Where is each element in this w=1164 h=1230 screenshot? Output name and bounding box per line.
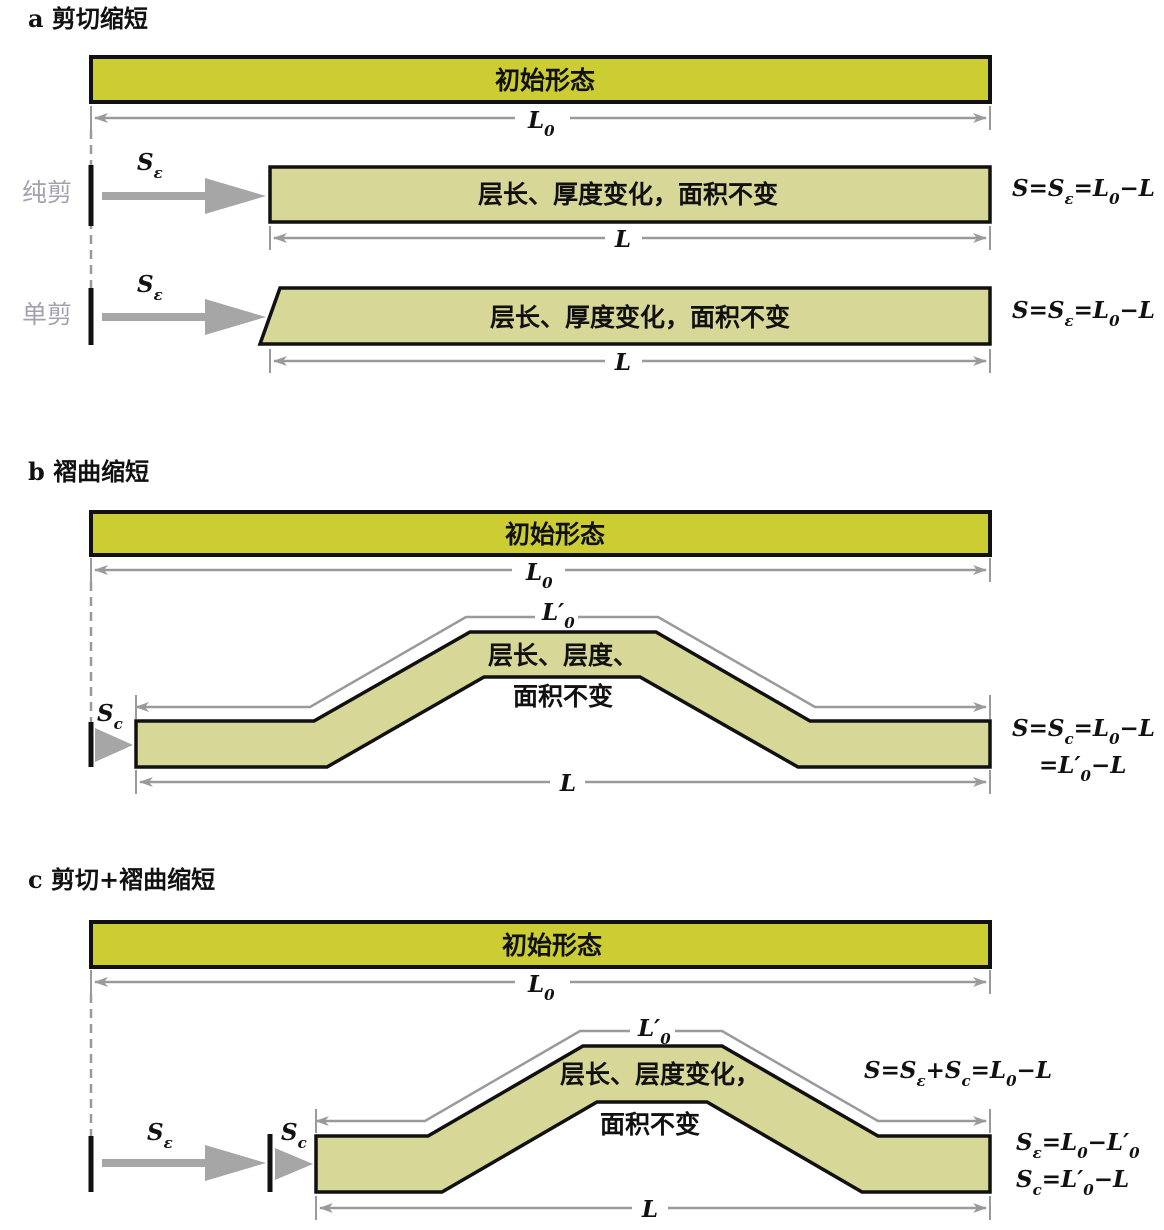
simple-shear-bar-text: 层长、厚度变化，面积不变	[490, 303, 790, 332]
L0-dimension-label: L0	[527, 971, 555, 1004]
pure-shear-bar	[268, 165, 992, 224]
fold-text-line1: 层长、层度、	[488, 641, 638, 670]
panel-c-title: c 剪切+褶曲缩短	[28, 865, 215, 894]
panel-c: c 剪切+褶曲缩短 初始形态 L0 L′0 层长、层度变化， 面积不变 Sε S…	[28, 865, 1140, 1223]
fold-text-line1: 层长、层度变化，	[560, 1060, 760, 1089]
fold-text-line2: 面积不变	[513, 682, 613, 711]
sc-arrow-icon	[275, 1148, 313, 1180]
L-dimension-label: L	[559, 770, 576, 797]
initial-bar-label: 初始形态	[495, 66, 595, 95]
panel-a-title: a 剪切缩短	[28, 4, 148, 33]
initial-bar	[89, 55, 992, 104]
folded-layer	[134, 630, 992, 769]
simple-shear-equation: S=Sε=L0−L	[1012, 297, 1155, 330]
shear-arrow-icon	[205, 1145, 266, 1181]
fold-equation-1: S=Sc=L0−L	[1012, 715, 1155, 748]
se-equation: Sε=L0−L′0	[1016, 1129, 1140, 1162]
fold-equation-2: =L′0−L	[1039, 752, 1126, 785]
pure-shear-L-label: L	[614, 226, 631, 253]
total-equation: S=Sε+Sc=L0−L	[864, 1057, 1052, 1090]
simple-shear-L-label: L	[614, 349, 631, 376]
sc-label: Sc	[97, 700, 123, 733]
simple-shear-label: 单剪	[22, 300, 72, 329]
simple-shear-row: 单剪 Sε 层长、厚度变化，面积不变 L S=Sε=L0−L	[22, 271, 1155, 376]
se-label: Sε	[137, 149, 163, 182]
pure-shear-equation: S=Sε=L0−L	[1012, 175, 1155, 208]
L-dimension-label: L	[641, 1196, 658, 1223]
panel-b: b 褶曲缩短 初始形态 L0 L′0 层长、层度、 面积不变 Sc L S=Sc…	[28, 457, 1155, 797]
initial-bar-label: 初始形态	[502, 931, 602, 960]
panel-a: a 剪切缩短 初始形态 L0 纯剪 Sε 层长、厚度变化，面积不变 L S=Sε…	[22, 4, 1155, 376]
sc-label: Sc	[281, 1119, 307, 1152]
shear-arrow-icon	[205, 299, 266, 335]
fold-text-line2: 面积不变	[600, 1110, 700, 1139]
se-label: Sε	[147, 1119, 173, 1152]
sc-arrow-icon	[95, 728, 133, 762]
L0-dimension-label: L0	[527, 107, 555, 140]
se-label: Sε	[137, 271, 163, 304]
initial-bar	[89, 510, 992, 557]
L0-dimension-label: L0	[525, 559, 553, 592]
panel-b-title: b 褶曲缩短	[28, 457, 149, 486]
pure-shear-bar-text: 层长、厚度变化，面积不变	[478, 180, 778, 209]
simple-shear-bar	[257, 286, 992, 346]
shear-arrow-icon	[205, 178, 266, 214]
initial-bar	[89, 920, 992, 969]
folded-layer	[314, 1044, 992, 1194]
pure-shear-row: 纯剪 Sε 层长、厚度变化，面积不变 L S=Sε=L0−L	[22, 149, 1155, 253]
sc-equation: Sc=L′0−L	[1016, 1166, 1129, 1199]
initial-bar-label: 初始形态	[505, 520, 605, 549]
fold-length-label: L′0	[637, 1015, 671, 1048]
fold-length-label: L′0	[541, 599, 575, 632]
pure-shear-label: 纯剪	[22, 178, 72, 207]
